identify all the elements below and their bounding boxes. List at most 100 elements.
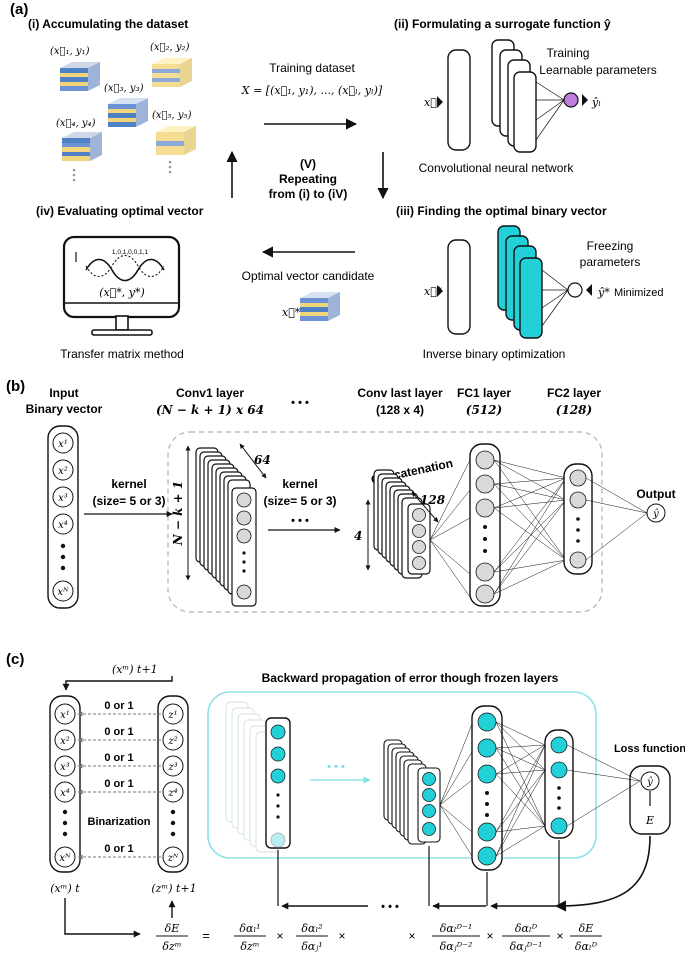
panel-c-label: (c) xyxy=(6,651,24,668)
cnn-input-column xyxy=(447,49,471,151)
eq-t1-num: δαₗ¹ xyxy=(239,922,260,935)
zm-t1-label: (zᵐ) t+1 xyxy=(151,882,196,895)
eq-t1-den: δzᵐ xyxy=(240,940,259,953)
c-z-node-2: z² xyxy=(167,736,177,747)
binarization-label: Binarization xyxy=(88,816,151,828)
eq-lhs-num: δE xyxy=(165,922,180,935)
binary-input-nodes xyxy=(52,432,74,602)
opt-output-arrow xyxy=(586,284,592,296)
inverse-optimization-diagram: Freezing parameters x⃗* ŷ* Minimized Inv… xyxy=(423,225,664,361)
dataset-dots xyxy=(72,160,172,182)
cnn-input-symbol: x⃗ₗ xyxy=(424,96,439,109)
eq-times-3: × xyxy=(408,929,415,943)
zero-or-one-2: 0 or 1 xyxy=(104,726,133,738)
freezing-label-1: Freezing xyxy=(587,239,634,253)
pair-label-3: (x⃗₃, y₃) xyxy=(104,83,144,94)
top-ellipsis: • • • xyxy=(291,397,309,409)
loss-to-equation-arrow xyxy=(554,835,651,912)
kernel2-ellipsis: • • • xyxy=(291,515,309,527)
fc1-connections xyxy=(429,459,471,598)
monitor-pair: (x⃗*, y*) xyxy=(99,286,145,299)
kernel2-label-2: (size= 5 or 3) xyxy=(263,494,336,508)
c-z-node-4: z⁴ xyxy=(167,788,177,799)
pair-label-5: (x⃗₅, y₅) xyxy=(152,110,192,121)
zero-or-one-3: 0 or 1 xyxy=(104,752,133,764)
convlast-label-1: Conv last layer xyxy=(357,386,443,400)
stack-3 xyxy=(108,98,148,127)
binary-string: 1,0,1,0,0,1,1 xyxy=(112,249,149,256)
c-z-dots xyxy=(170,809,176,837)
fc1-fc2-connections xyxy=(493,459,567,595)
b-x-node-n: xᴺ xyxy=(57,587,69,598)
c-x-node-1: x¹ xyxy=(60,710,70,721)
b-input-dots xyxy=(60,543,66,571)
eq-times-4: × xyxy=(486,929,493,943)
learnable-note: Learnable parameters xyxy=(539,63,656,77)
zero-or-one-n: 0 or 1 xyxy=(104,843,133,855)
panel-a-label: (a) xyxy=(10,1,28,18)
c-x-node-n: xᴺ xyxy=(59,853,71,864)
c-fc1-connections xyxy=(439,723,473,857)
eq-lhs-den: δzᵐ xyxy=(162,940,181,953)
fc1-label-2: (512) xyxy=(466,403,502,417)
minimized-label: Minimized xyxy=(614,287,664,299)
eq-t3-num: δαₗᴰ⁻¹ xyxy=(440,922,473,935)
panel-b-label: (b) xyxy=(6,378,25,395)
c-x-nodes xyxy=(54,703,76,868)
fc2-nodes xyxy=(569,469,587,569)
conv1-dots xyxy=(242,551,246,573)
xm-t-label: (xᵐ) t xyxy=(50,882,80,895)
cnn-output-node xyxy=(563,92,579,108)
pair-label-2: (x⃗₂, y₂) xyxy=(150,42,190,53)
input-label-1: Input xyxy=(49,386,78,400)
eq-times-5: × xyxy=(556,929,563,943)
cnn-caption: Convolutional neural network xyxy=(419,161,575,175)
panel-c: (c) (xᵐ) t+1 x¹ x² x³ x⁴ xᴺ z¹ z² z³ z⁴ … xyxy=(6,651,685,953)
depth128-arrow xyxy=(411,491,439,523)
x-to-equation-arrow xyxy=(64,898,141,938)
eq-t2-den: δαⱼ¹ xyxy=(301,940,322,953)
training-note: Training xyxy=(547,46,590,60)
step4-title: (iv) Evaluating optimal vector xyxy=(36,204,204,218)
training-dataset-label: Training dataset xyxy=(269,61,355,75)
cnn-input-arrow xyxy=(437,96,443,108)
repeat-label-3: from (i) to (iV) xyxy=(269,187,348,201)
eq-times-1: × xyxy=(276,929,283,943)
depth128-label: 128 xyxy=(420,493,446,507)
eq-t3-den: δαⱼᴰ⁻² xyxy=(440,940,473,953)
training-dataset-formula: X = [(x⃗₁, y₁), ..., (x⃗ₗ, yₗ)] xyxy=(241,84,383,97)
conv1-nodes xyxy=(236,492,252,600)
stack-1 xyxy=(60,62,100,91)
zero-or-one-1: 0 or 1 xyxy=(104,700,133,712)
height-label: N − k + 1 xyxy=(171,481,185,546)
c-z-node-n: zᴺ xyxy=(167,853,179,864)
opt-input-arrow xyxy=(437,285,443,297)
backward-ellipsis: • • • xyxy=(381,901,399,913)
cnn-output-symbol: ŷₗ xyxy=(591,96,601,109)
c-z-nodes xyxy=(162,703,184,868)
b-x-node-3: x³ xyxy=(58,493,68,504)
eq-t5-num: δE xyxy=(579,922,594,935)
panel-a: (a) (i) Accumulating the dataset (ii) Fo… xyxy=(10,1,664,361)
c-conv1-nodes xyxy=(270,724,286,784)
c-z-node-1: z¹ xyxy=(167,710,177,721)
kernel1-label-2: (size= 5 or 3) xyxy=(92,494,165,508)
c-x-dots xyxy=(62,809,68,837)
output-label: Output xyxy=(636,487,675,501)
conv1-stack xyxy=(195,447,257,607)
fc2-dots xyxy=(576,517,580,543)
conv1-label-2: (N − k + 1) x 64 xyxy=(156,403,264,417)
input-label-2: Binary vector xyxy=(26,402,103,416)
eq-equals: = xyxy=(202,928,210,943)
c-z-node-3: z³ xyxy=(167,762,177,773)
zero-or-one-4: 0 or 1 xyxy=(104,778,133,790)
c-fc1-dots xyxy=(485,791,489,817)
fc1-dots xyxy=(483,525,487,553)
output-connections xyxy=(585,477,648,561)
c-x-node-3: x³ xyxy=(60,762,70,773)
c-x-node-4: x⁴ xyxy=(60,788,70,799)
eq-t4-num: δαₗᴰ xyxy=(515,922,538,935)
b-x-node-1: x¹ xyxy=(58,439,68,450)
repeat-label-2: Repeating xyxy=(279,172,337,186)
convlast-stack xyxy=(373,469,431,579)
